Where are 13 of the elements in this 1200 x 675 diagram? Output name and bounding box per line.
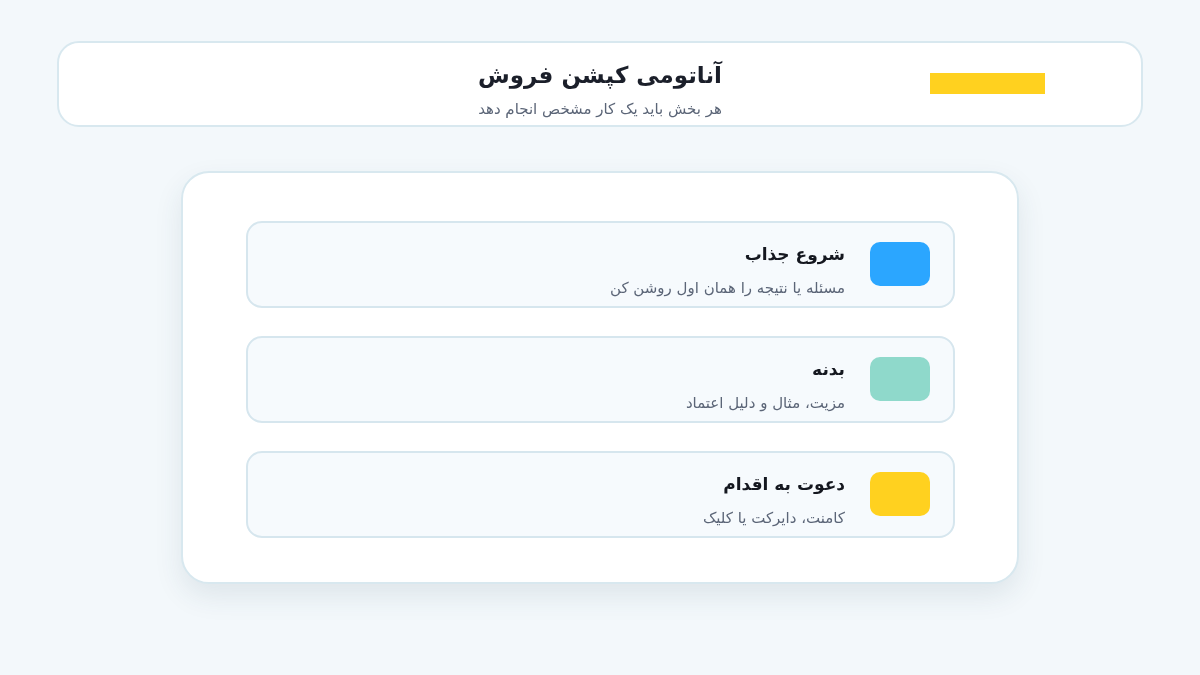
row-heading: بدنه — [812, 358, 845, 381]
row-card — [246, 221, 955, 308]
row-card — [246, 451, 955, 538]
title-text: آناتومی کپشن فروش — [478, 60, 722, 90]
row-description: کامنت، دایرکت یا کلیک — [702, 508, 845, 529]
subtitle-text: هر بخش باید یک کار مشخص انجام دهد — [478, 99, 722, 120]
row-heading: شروع جذاب — [744, 243, 845, 266]
panel-card — [181, 171, 1019, 584]
row-card — [246, 336, 955, 423]
row-description: مزیت، مثال و دلیل اعتماد — [685, 393, 845, 414]
header-card — [57, 41, 1143, 127]
row-description: مسئله یا نتیجه را همان اول روشن کن — [610, 278, 845, 299]
row-heading: دعوت به اقدام — [723, 473, 845, 496]
